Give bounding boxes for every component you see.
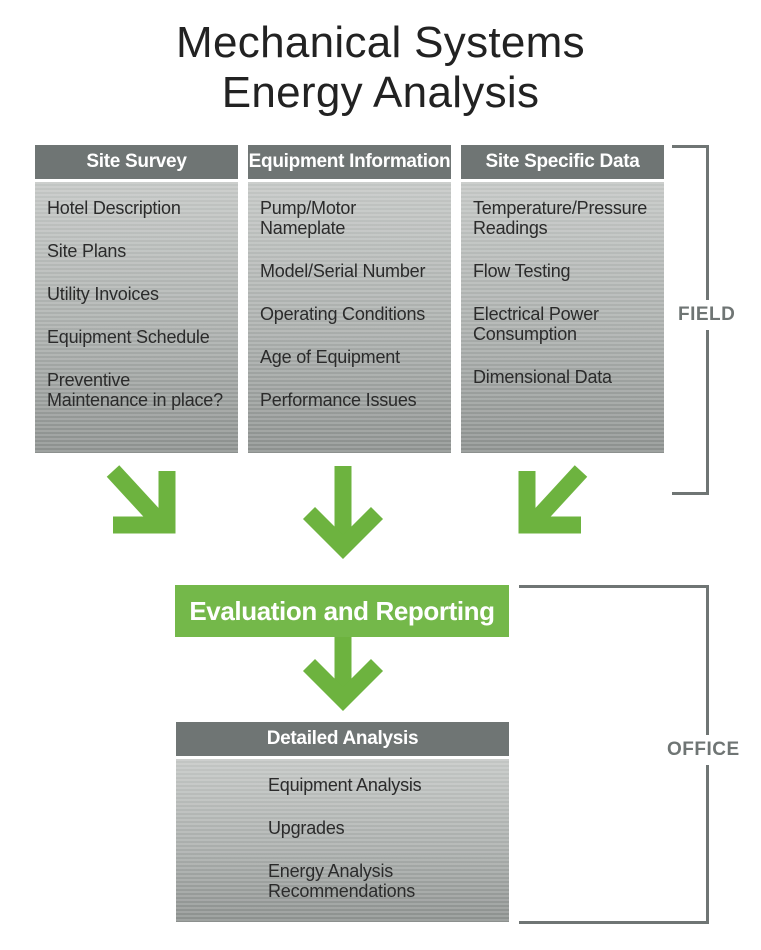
card-header: Detailed Analysis (176, 722, 509, 756)
office-label: OFFICE (665, 735, 742, 765)
equipment-information-card: Equipment Information Pump/Motor Namepla… (248, 145, 451, 453)
arrow-down-left-icon (518, 465, 588, 534)
list-item: Hotel Description (47, 198, 181, 218)
list-item: Upgrades (268, 818, 345, 838)
title-line-2: Energy Analysis (221, 68, 540, 117)
card-header: Site Survey (35, 145, 238, 179)
list-item: Pump/Motor Nameplate (260, 198, 357, 238)
list-item: Age of Equipment (260, 347, 400, 367)
card-body: Equipment Analysis Upgrades Energy Analy… (176, 759, 509, 922)
card-header: Site Specific Data (461, 145, 664, 179)
list-item: Utility Invoices (47, 284, 159, 304)
site-survey-card: Site Survey Hotel Description Site Plans… (35, 145, 238, 453)
list-item: Equipment Schedule (47, 327, 210, 347)
list-item: Temperature/Pressure Readings (473, 198, 648, 238)
list-item: Electrical Power Consumption (473, 304, 599, 344)
arrow-down-icon (302, 466, 384, 560)
arrow-down-icon (302, 637, 384, 712)
title-line-1: Mechanical Systems (176, 18, 585, 67)
card-body: Temperature/Pressure Readings Flow Testi… (461, 182, 664, 453)
list-item: Site Plans (47, 241, 127, 261)
evaluation-reporting-box: Evaluation and Reporting (175, 585, 509, 637)
arrow-down-right-icon (106, 465, 176, 534)
list-item: Performance Issues (260, 390, 417, 410)
list-item: Model/Serial Number (260, 261, 426, 281)
list-item: Flow Testing (473, 261, 571, 281)
list-item: Dimensional Data (473, 367, 612, 387)
field-label: FIELD (676, 300, 738, 330)
list-item: Operating Conditions (260, 304, 426, 324)
card-body: Hotel Description Site Plans Utility Inv… (35, 182, 238, 453)
card-header: Equipment Information (248, 145, 451, 179)
list-item: Preventive Maintenance in place? (47, 370, 223, 410)
page-title: Mechanical Systems Energy Analysis (0, 18, 761, 118)
list-item: Energy Analysis Recommendations (268, 861, 416, 901)
card-body: Pump/Motor Nameplate Model/Serial Number… (248, 182, 451, 453)
site-specific-data-card: Site Specific Data Temperature/Pressure … (461, 145, 664, 453)
detailed-analysis-card: Detailed Analysis Equipment Analysis Upg… (176, 722, 509, 922)
list-item: Equipment Analysis (268, 775, 422, 795)
